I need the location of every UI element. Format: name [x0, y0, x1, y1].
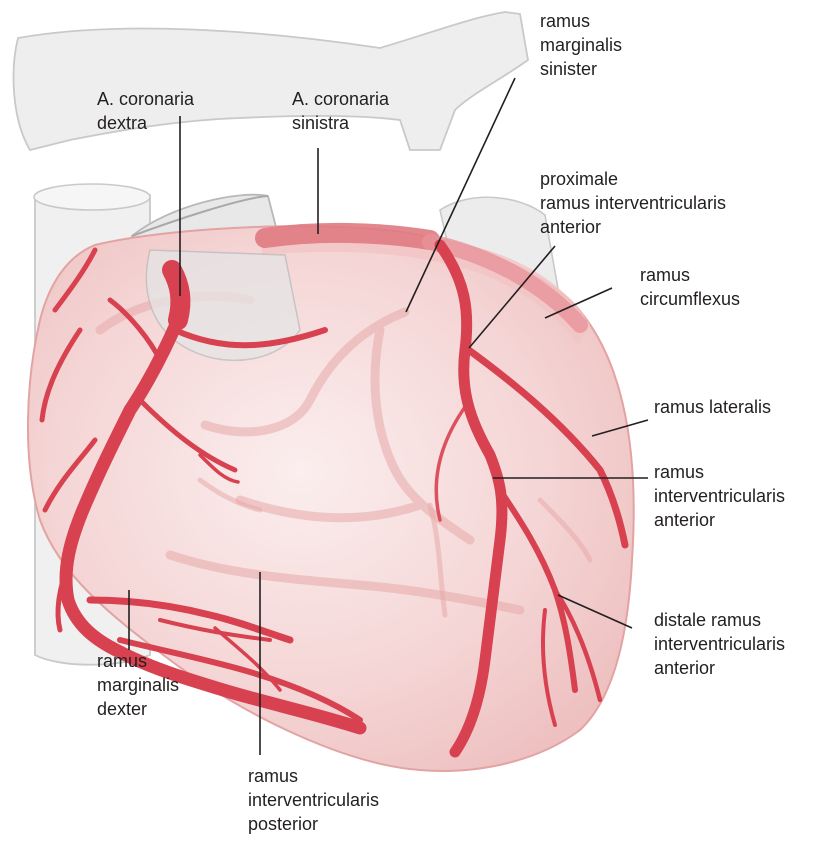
- label-distale-riva: distale ramus interventricularis anterio…: [654, 610, 790, 678]
- aortic-arch: [14, 12, 528, 150]
- label-ramus-marginalis-sinister: ramus marginalis sinister: [540, 11, 627, 79]
- label-ramus-interventricularis-posterior: ramus interventricularis posterior: [248, 766, 384, 834]
- label-ramus-lateralis: ramus lateralis: [654, 397, 771, 417]
- left-coronary-proximal: [265, 233, 430, 240]
- label-ramus-circumflexus: ramus circumflexus: [640, 265, 740, 309]
- label-ramus-interventricularis-anterior: ramus interventricularis anterior: [654, 462, 790, 530]
- label-proximale-riva: proximale ramus interventricularis anter…: [540, 169, 731, 237]
- a-coronaria-dextra-origin: [172, 270, 180, 320]
